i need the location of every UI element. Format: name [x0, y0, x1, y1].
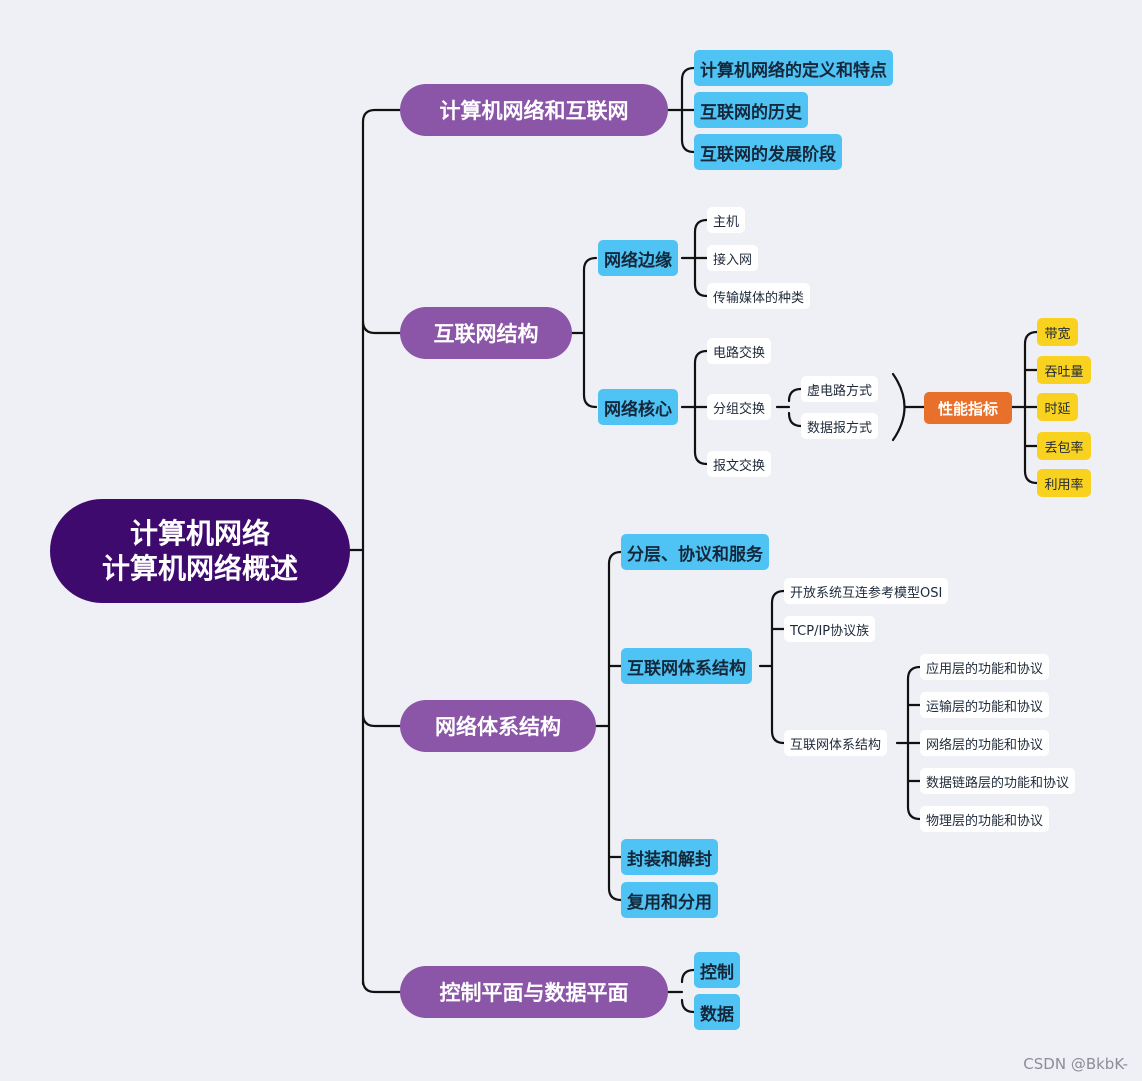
subtopic-history[interactable]: 互联网的历史 [694, 92, 808, 128]
root-title-line2: 计算机网络概述 [101, 552, 298, 585]
topic-network-architecture[interactable]: 网络体系结构 [400, 700, 596, 752]
subtopic-network-edge[interactable]: 网络边缘 [598, 240, 678, 276]
subtopic-multiplexing[interactable]: 复用和分用 [621, 882, 718, 918]
leaf-data-link-layer[interactable]: 数据链路层的功能和协议 [920, 768, 1076, 794]
subtopic-stages[interactable]: 互联网的发展阶段 [694, 134, 842, 170]
subtopic-definition[interactable]: 计算机网络的定义和特点 [694, 50, 893, 86]
subtopic-data[interactable]: 数据 [694, 994, 740, 1030]
leaf-tcpip-suite[interactable]: TCP/IP协议族 [784, 616, 876, 642]
leaf-datagram[interactable]: 数据报方式 [801, 413, 879, 439]
leaf-network-layer[interactable]: 网络层的功能和协议 [920, 730, 1050, 756]
leaf-packet-switching[interactable]: 分组交换 [707, 394, 772, 420]
subtopic-control[interactable]: 控制 [694, 952, 740, 988]
leaf-circuit-switching[interactable]: 电路交换 [707, 338, 772, 364]
topic-control-data-plane[interactable]: 控制平面与数据平面 [400, 966, 668, 1018]
metric-packet-loss[interactable]: 丢包率 [1037, 432, 1091, 460]
leaf-osi-model[interactable]: 开放系统互连参考模型OSI [784, 578, 949, 604]
subtopic-layering[interactable]: 分层、协议和服务 [621, 534, 769, 570]
leaf-transport-layer[interactable]: 运输层的功能和协议 [920, 692, 1050, 718]
topic-internet-structure[interactable]: 互联网结构 [400, 307, 572, 359]
subtopic-encapsulation[interactable]: 封装和解封 [621, 839, 718, 875]
metric-bandwidth[interactable]: 带宽 [1037, 318, 1078, 346]
leaf-physical-layer[interactable]: 物理层的功能和协议 [920, 806, 1050, 832]
metric-delay[interactable]: 时延 [1037, 393, 1078, 421]
leaf-message-switching[interactable]: 报文交换 [707, 451, 772, 477]
metric-utilization[interactable]: 利用率 [1037, 469, 1091, 497]
leaf-media-types[interactable]: 传输媒体的种类 [707, 283, 811, 309]
topic-network-and-internet[interactable]: 计算机网络和互联网 [400, 84, 668, 136]
subtopic-network-core[interactable]: 网络核心 [598, 389, 678, 425]
root-node[interactable]: 计算机网络 计算机网络概述 [50, 499, 350, 603]
metric-throughput[interactable]: 吞吐量 [1037, 356, 1091, 384]
leaf-internet-architecture[interactable]: 互联网体系结构 [784, 730, 888, 756]
callout-performance-metrics[interactable]: 性能指标 [924, 392, 1012, 424]
leaf-access-network[interactable]: 接入网 [707, 245, 759, 271]
leaf-application-layer[interactable]: 应用层的功能和协议 [920, 654, 1050, 680]
leaf-virtual-circuit[interactable]: 虚电路方式 [801, 376, 879, 402]
root-title-line1: 计算机网络 [129, 517, 270, 550]
watermark: CSDN @BkbK- [1023, 1055, 1128, 1073]
subtopic-internet-architecture[interactable]: 互联网体系结构 [621, 648, 752, 684]
leaf-host[interactable]: 主机 [707, 207, 746, 233]
